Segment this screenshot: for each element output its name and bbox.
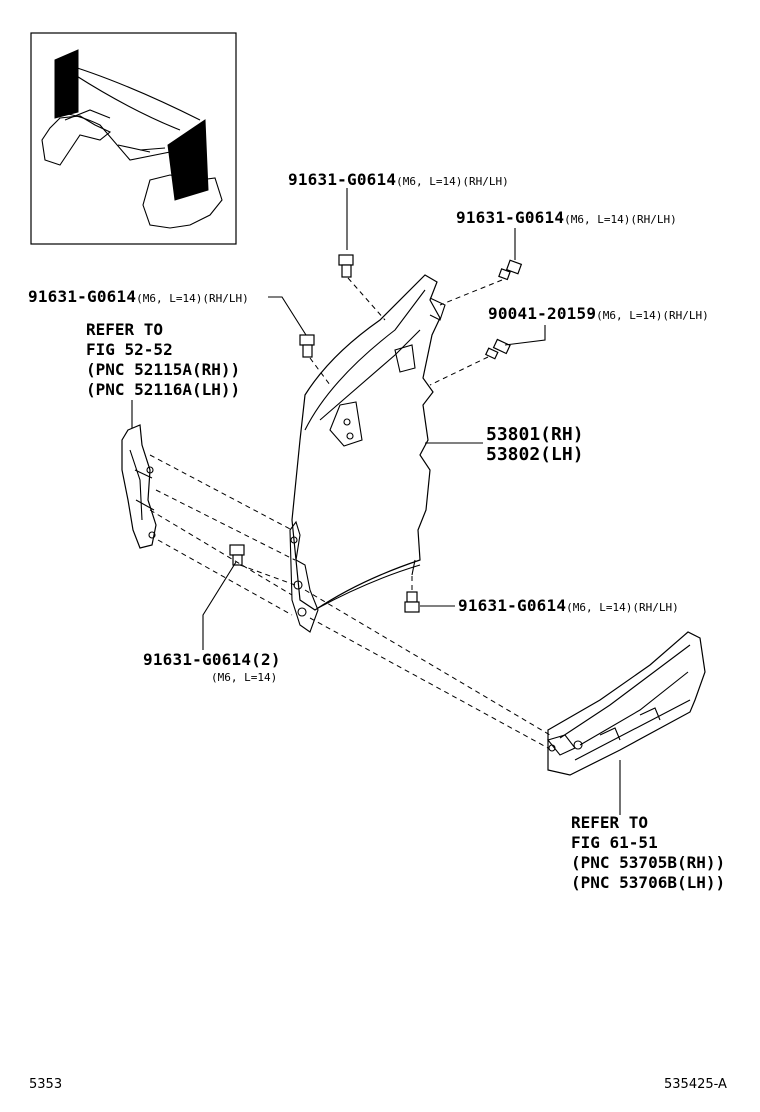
part-spec: (M6, L=14)(RH/LH) xyxy=(596,309,709,322)
refer-line: (PNC 53705B(RH)) xyxy=(571,853,726,872)
bolt-bottom-right-icon xyxy=(404,591,420,613)
part-number: 91631-G0614 xyxy=(458,596,567,615)
refer-line: FIG 52-52 xyxy=(86,340,173,359)
part-spec: (M6, L=14) xyxy=(211,671,278,684)
left-bracket xyxy=(121,424,157,549)
refer-line: FIG 61-51 xyxy=(571,833,658,852)
part-spec: (M6, L=14)(RH/LH) xyxy=(396,175,509,188)
main-part-lh: 53802(LH) xyxy=(486,444,584,465)
label-bolt-bottom-right: 91631-G0614(M6, L=14)(RH/LH) xyxy=(458,598,679,614)
refer-line: REFER TO xyxy=(571,813,649,832)
refer-line: (PNC 52116A(LH)) xyxy=(86,380,241,399)
refer-line: REFER TO xyxy=(86,320,164,339)
label-bolt-bottom-left: 91631-G0614(2) (M6, L=14) xyxy=(143,650,281,684)
mudguard-53801 xyxy=(289,274,446,633)
label-screw-right: 90041-20159(M6, L=14)(RH/LH) xyxy=(488,306,709,322)
part-number: 91631-G0614 xyxy=(288,170,397,189)
label-bolt-top-mid: 91631-G0614(M6, L=14)(RH/LH) xyxy=(288,172,509,188)
bolt-left-icon xyxy=(299,334,315,358)
screw-right-icon xyxy=(484,338,511,360)
label-refer-right: REFER TO FIG 61-51 (PNC 53705B(RH)) (PNC… xyxy=(571,813,725,893)
bolt-bottom-left-icon xyxy=(229,544,245,566)
part-spec: (M6, L=14)(RH/LH) xyxy=(136,292,249,305)
refer-line: (PNC 53706B(LH)) xyxy=(571,873,726,892)
part-number: 91631-G0614 xyxy=(28,287,137,306)
label-refer-left: REFER TO FIG 52-52 (PNC 52115A(RH)) (PNC… xyxy=(86,320,240,400)
label-main-part: 53801(RH) 53802(LH) xyxy=(486,426,584,464)
bolt-top-mid-icon xyxy=(338,254,354,278)
bolt-top-right-icon xyxy=(498,259,523,281)
part-spec: (M6, L=14)(RH/LH) xyxy=(564,213,677,226)
assembly-lines xyxy=(149,277,551,749)
part-number: 91631-G0614 xyxy=(456,208,565,227)
footer-page-code: 5353 xyxy=(29,1077,63,1092)
part-number: 91631-G0614(2) xyxy=(143,650,281,669)
right-bracket xyxy=(547,631,706,776)
part-number: 90041-20159 xyxy=(488,304,597,323)
part-spec: (M6, L=14)(RH/LH) xyxy=(566,601,679,614)
inset-view xyxy=(30,32,237,245)
footer-diagram-id: 535425-A xyxy=(664,1077,727,1092)
label-bolt-top-right: 91631-G0614(M6, L=14)(RH/LH) xyxy=(456,210,677,226)
refer-line: (PNC 52115A(RH)) xyxy=(86,360,241,379)
label-bolt-left: 91631-G0614(M6, L=14)(RH/LH) xyxy=(28,289,249,305)
main-part-rh: 53801(RH) xyxy=(486,424,584,445)
leader-lines xyxy=(131,188,621,815)
